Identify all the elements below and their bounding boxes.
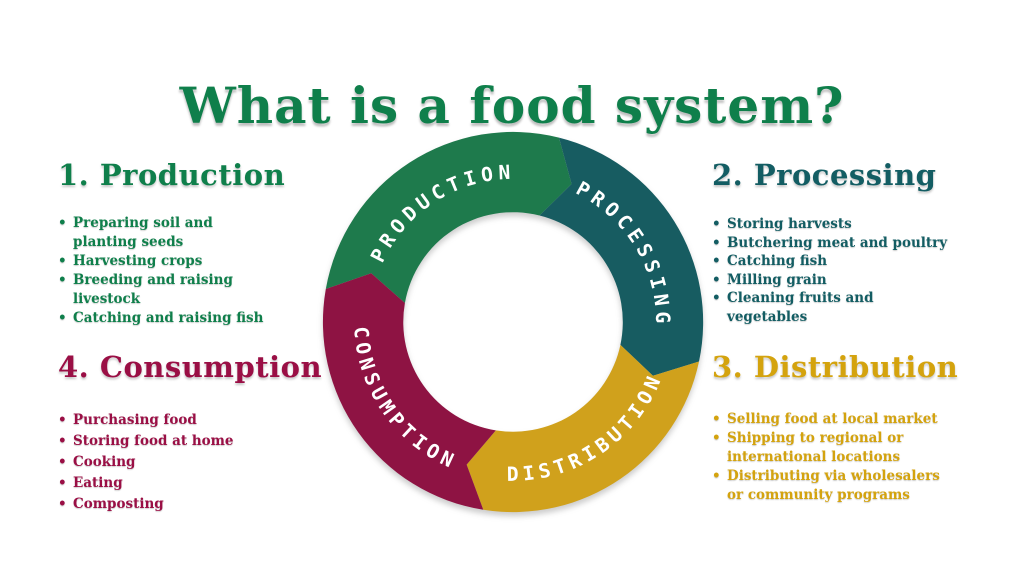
bullet-icon: • [58,454,67,470]
list-item: •Catching fish [712,253,828,269]
list-item: •Storing food at home [58,431,338,452]
bullet-icon: • [58,310,67,326]
list-item: •Harvesting crops [58,253,203,269]
bullet-icon: • [58,433,67,449]
processing-heading: 2. Processing [712,158,937,192]
bullet-icon: • [712,290,721,306]
segment-production-arrow [325,131,572,303]
section-consumption: 4. Consumption •Purchasing food•Storing … [58,350,338,515]
segment-consumption-arrow [322,273,496,510]
list-item: •Milling grain [712,271,827,288]
bullet-icon: • [712,430,721,446]
list-item: •Selling food at local market [712,411,938,427]
consumption-bullet-list: •Purchasing food•Storing food at home•Co… [58,410,338,515]
food-cycle-diagram: PRODUCTION PROCESSING DISTRIBUTION CONSU… [322,131,704,513]
bullet-icon: • [58,272,67,288]
bullet-icon: • [58,496,67,512]
list-item: •Purchasing food [58,410,338,431]
bullet-icon: • [712,468,721,484]
segment-processing-arrow [539,137,704,376]
consumption-heading: 4. Consumption [58,350,323,384]
distribution-bullet-list: •Selling food at local market •Shipping t… [712,410,992,505]
list-item: •Eating [58,473,338,494]
list-item: •Composting [58,494,338,515]
segment-distribution-arrow [466,344,700,513]
bullet-icon: • [58,253,67,269]
bullet-icon: • [712,253,721,269]
page-title: What is a food system? [179,75,845,135]
processing-bullet-list: •Storing harvests •Butchering meat and po… [712,215,992,326]
production-heading: 1. Production [58,158,286,192]
list-item: •Storing harvests [712,216,852,232]
bullet-icon: • [58,475,67,491]
list-item: •Cooking [58,452,338,473]
bullet-icon: • [712,216,721,232]
section-processing: 2. Processing •Storing harvests •Butcheri… [712,158,992,326]
bullet-icon: • [58,412,67,428]
list-item: •Butchering meat and poultry [712,234,948,251]
distribution-heading: 3. Distribution [712,350,959,384]
bullet-icon: • [712,234,721,251]
bullet-icon: • [712,271,721,288]
bullet-icon: • [712,411,721,427]
section-distribution: 3. Distribution •Selling food at local m… [712,350,992,505]
bullet-icon: • [58,215,67,231]
list-item: •Catching and raising fish [58,310,264,326]
